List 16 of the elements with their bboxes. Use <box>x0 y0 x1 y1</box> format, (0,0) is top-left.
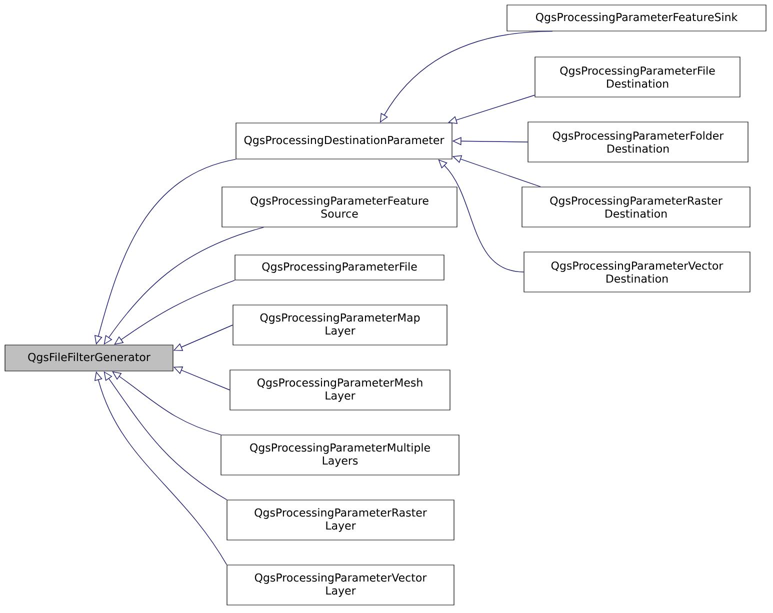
inheritance-arrow <box>114 280 236 345</box>
class-box: QgsFileFilterGenerator <box>4 344 174 372</box>
class-box: QgsProcessingParameterFeatureSink <box>506 4 766 32</box>
class-box: QgsProcessingParameterMesh Layer <box>230 370 450 410</box>
class-box: QgsProcessingParameterRaster Destination <box>522 186 750 228</box>
class-box: QgsProcessingParameterVector Destination <box>524 252 750 292</box>
class-box: QgsProcessingParameterFile <box>234 254 444 280</box>
class-box: QgsProcessingParameterFolder Destination <box>528 122 748 162</box>
class-box: QgsProcessingParameterMultiple Layers <box>220 434 460 476</box>
class-box: QgsProcessingParameterRaster Layer <box>226 500 454 540</box>
class-box: QgsProcessingParameterMap Layer <box>232 304 448 346</box>
class-box: QgsProcessingParameterFile Destination <box>534 56 740 98</box>
class-box: QgsProcessingParameterFeature Source <box>222 186 458 228</box>
inheritance-arrow <box>112 371 222 436</box>
class-box: QgsProcessingDestinationParameter <box>236 122 452 160</box>
class-box: QgsProcessingParameterVector Layer <box>226 564 454 606</box>
